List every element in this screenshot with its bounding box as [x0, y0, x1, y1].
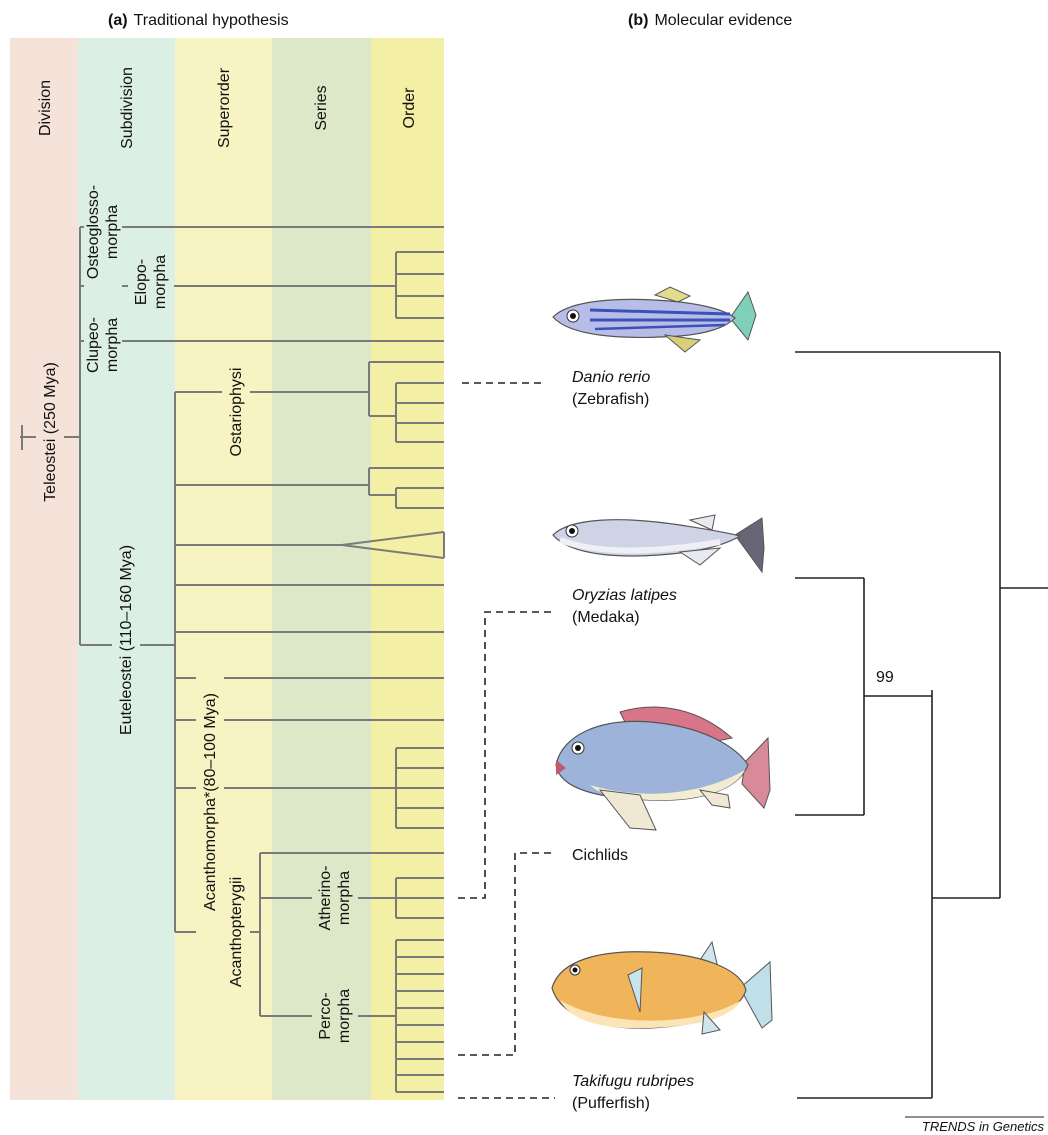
- medaka-name: Oryzias latipes: [572, 587, 677, 604]
- panel-a-title: (a)Traditional hypothesis: [108, 12, 289, 29]
- zebrafish-name: Danio rerio: [572, 369, 650, 386]
- zebrafish-common: (Zebrafish): [572, 391, 649, 408]
- division-column: [10, 38, 78, 1100]
- molecular-tree: [795, 352, 1048, 1098]
- pufferfish-icon: [552, 942, 772, 1034]
- euteleostei-label: Euteleostei (110–160 Mya): [118, 545, 135, 735]
- pufferfish-common: (Pufferfish): [572, 1095, 650, 1112]
- subdivision-header: Subdivision: [119, 67, 136, 149]
- dashed-connectors: [458, 383, 555, 1098]
- series-column: [272, 38, 371, 1100]
- medaka-icon: [553, 515, 764, 572]
- panel-b-title: (b)Molecular evidence: [628, 12, 792, 29]
- superorder-header: Superorder: [216, 67, 233, 148]
- series-header: Series: [313, 85, 330, 130]
- pufferfish-name: Takifugu rubripes: [572, 1073, 694, 1090]
- cichlid-connector: [458, 853, 555, 1055]
- acanthomorpha-label: Acanthomorpha*(80–100 Mya): [202, 693, 219, 911]
- journal-credit: TRENDS in Genetics: [922, 1119, 1045, 1134]
- order-header: Order: [401, 87, 418, 129]
- teleostei-label: Teleostei (250 Mya): [42, 362, 59, 502]
- bootstrap-value: 99: [876, 669, 894, 686]
- acanthopterygii-label: Acanthopterygii: [228, 877, 245, 987]
- cichlid-name: Cichlids: [572, 847, 628, 864]
- cichlid-icon: [556, 707, 770, 830]
- division-header: Division: [37, 80, 54, 136]
- medaka-common: (Medaka): [572, 609, 640, 626]
- ostariophysi-label: Ostariophysi: [228, 368, 245, 457]
- zebrafish-icon: [553, 287, 756, 352]
- medaka-connector: [458, 612, 555, 898]
